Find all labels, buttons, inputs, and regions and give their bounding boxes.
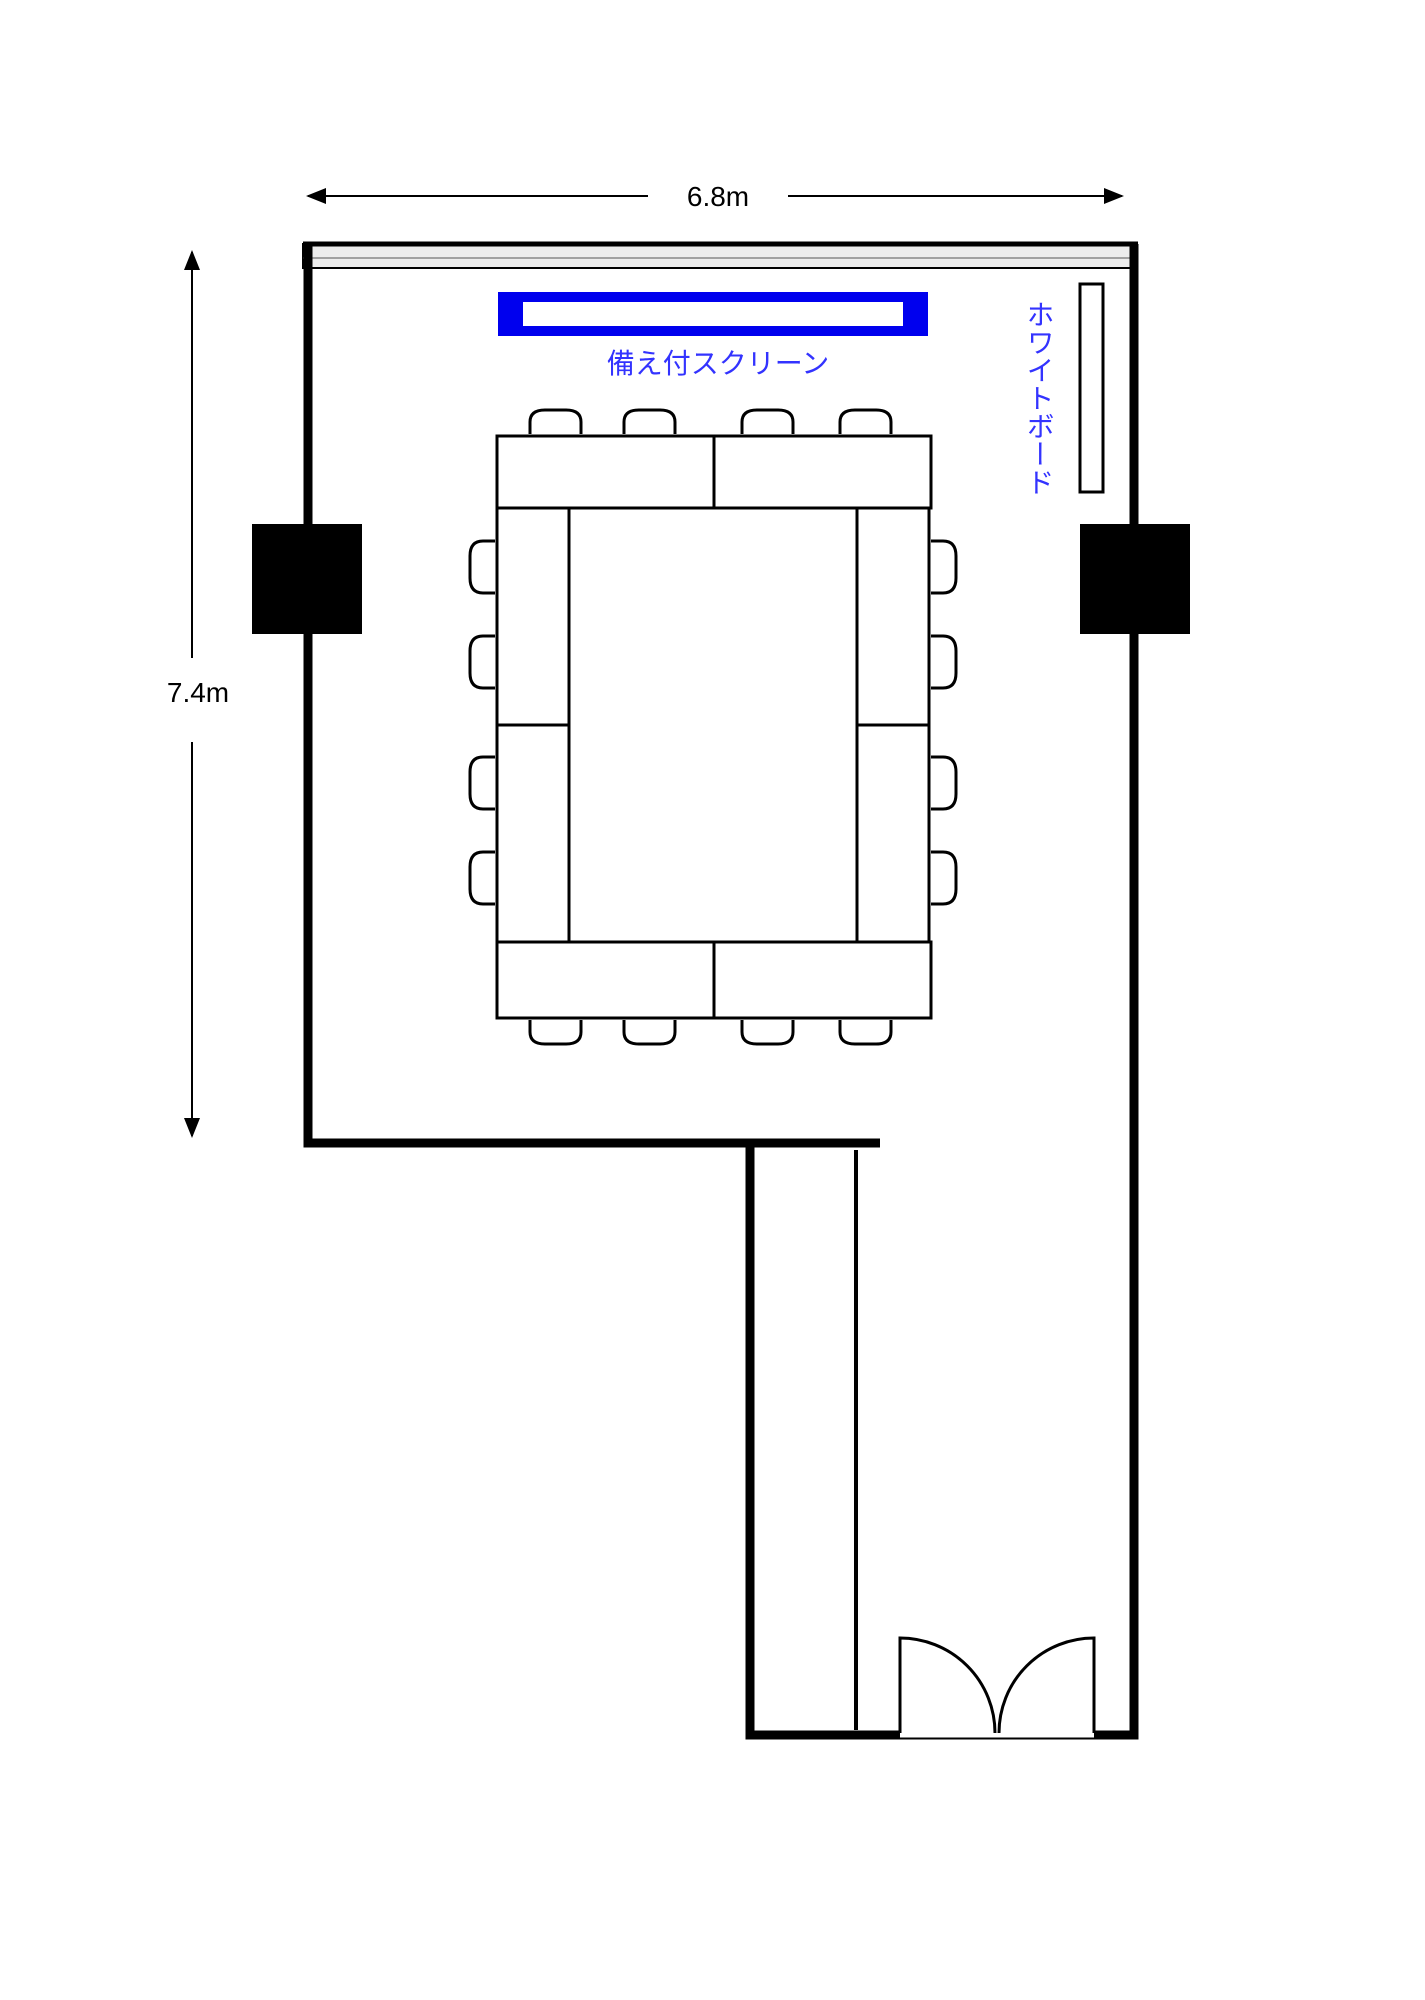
chairs <box>468 408 958 1046</box>
chair <box>931 539 958 595</box>
table <box>855 506 931 727</box>
chair <box>740 408 795 434</box>
table <box>495 723 571 944</box>
room-walls <box>302 241 1139 1740</box>
chair <box>740 1020 795 1046</box>
chair <box>622 408 677 434</box>
whiteboard-label: ホワイトボード <box>1023 300 1056 496</box>
pillar-right <box>1080 524 1190 634</box>
chair <box>468 539 495 595</box>
chair <box>931 850 958 906</box>
chair <box>931 755 958 811</box>
chair <box>528 1020 583 1046</box>
chair <box>931 634 958 690</box>
width-dimension: 6.8m <box>306 181 1124 212</box>
chair <box>838 408 893 434</box>
height-dimension: 7.4m <box>167 250 229 1138</box>
table <box>495 940 716 1020</box>
table <box>712 940 933 1020</box>
screen-label: 備え付スクリーン <box>607 347 830 380</box>
table <box>495 506 571 727</box>
table <box>495 434 716 510</box>
chair <box>622 1020 677 1046</box>
double-door <box>898 1636 1096 1738</box>
table <box>712 434 933 510</box>
chair <box>468 850 495 906</box>
chair <box>468 634 495 690</box>
chair <box>528 408 583 434</box>
chair <box>838 1020 893 1046</box>
tables <box>495 434 933 1020</box>
table <box>855 723 931 944</box>
height-label: 7.4m <box>167 677 229 708</box>
pillar-left <box>252 524 362 634</box>
width-label: 6.8m <box>687 181 749 212</box>
whiteboard <box>1078 282 1105 494</box>
chair <box>468 755 495 811</box>
screen <box>498 292 928 336</box>
